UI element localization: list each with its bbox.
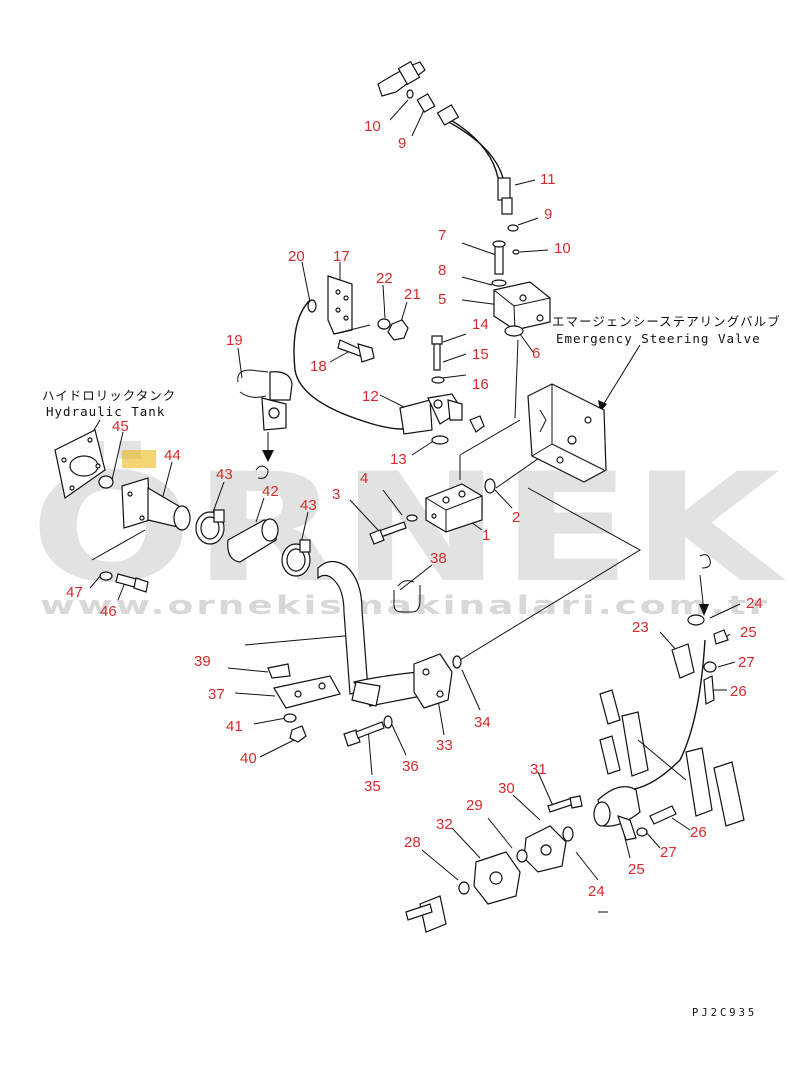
clamp-43b	[281, 539, 311, 577]
callout-38: 38	[430, 550, 447, 567]
callout-19: 19	[226, 332, 243, 349]
tank-plate-45	[54, 429, 114, 500]
emergency-valve-label-jp: エマージェンシーステアリングバルブ	[552, 314, 781, 329]
callout-6: 6	[532, 345, 540, 362]
watermark-logo: ÖRNEK	[30, 440, 786, 616]
callout-42: 42	[262, 483, 279, 500]
callout-45: 45	[112, 418, 129, 435]
watermark: ÖRNEK www.ornekismakinalari.com.tr	[30, 440, 786, 621]
watermark-accent	[122, 450, 156, 468]
fitting-11	[497, 177, 520, 255]
callout-46: 46	[100, 603, 117, 620]
callout-2: 2	[512, 509, 520, 526]
bracket-17	[307, 275, 409, 363]
callout-35: 35	[364, 778, 381, 795]
callout-47: 47	[66, 584, 83, 601]
callout-22: 22	[376, 270, 393, 287]
hydraulic-tank-label-jp: ハイドロリックタンク	[42, 388, 176, 403]
callout-10: 10	[364, 118, 381, 135]
drawing-code: PJ2C935	[692, 1007, 757, 1019]
callout-26: 26	[690, 824, 707, 841]
hose-upper-b	[444, 119, 504, 179]
callout-40: 40	[240, 750, 257, 767]
callout-12: 12	[362, 388, 379, 405]
callout-9: 9	[544, 206, 552, 223]
callout-39: 39	[194, 653, 211, 670]
clamp-19	[237, 369, 293, 479]
callout-15: 15	[472, 346, 489, 363]
o-ring-34	[452, 655, 462, 669]
flange-44	[121, 477, 191, 531]
callout-25: 25	[740, 624, 757, 641]
bolt-46	[99, 571, 149, 593]
callout-31: 31	[530, 761, 547, 778]
callout-36: 36	[402, 758, 419, 775]
callout-20: 20	[288, 248, 305, 265]
fittings-upper-right	[671, 554, 729, 705]
fitting-top	[377, 60, 460, 126]
hose-42	[227, 518, 279, 563]
callouts: 10 9 11 9 7 10 8 5 20 17 22 21 14 6 15 1…	[66, 118, 763, 900]
hose-upper	[439, 113, 499, 179]
callout-21: 21	[404, 286, 421, 303]
callout-10: 10	[554, 240, 571, 257]
split-flange-right	[599, 689, 745, 827]
bolt-3	[369, 514, 418, 545]
callout-3: 3	[332, 486, 340, 503]
callout-24: 24	[588, 883, 605, 900]
callout-7: 7	[438, 227, 446, 244]
callout-43: 43	[300, 497, 317, 514]
callout-43: 43	[216, 466, 233, 483]
callout-27: 27	[738, 654, 755, 671]
callout-44: 44	[164, 447, 181, 464]
emergency-steering-valve	[527, 383, 607, 483]
pipe-33	[317, 560, 453, 709]
callout-29: 29	[466, 797, 483, 814]
watermark-url: www.ornekismakinalari.com.tr	[40, 591, 770, 621]
callout-32: 32	[436, 816, 453, 833]
elbow-12	[399, 393, 485, 445]
callout-27: 27	[660, 844, 677, 861]
hydraulic-tank-label-en: Hydraulic Tank	[46, 404, 165, 419]
callout-41: 41	[226, 718, 243, 735]
callout-23: 23	[632, 619, 649, 636]
bolt-35	[343, 715, 393, 747]
callout-34: 34	[474, 714, 491, 731]
parts	[54, 60, 745, 933]
callout-14: 14	[472, 316, 489, 333]
callout-9: 9	[398, 135, 406, 152]
callout-11: 11	[540, 171, 556, 188]
block-5	[491, 240, 551, 331]
callout-37: 37	[208, 686, 225, 703]
callout-25: 25	[628, 861, 645, 878]
callout-33: 33	[436, 737, 453, 754]
callout-28: 28	[404, 834, 421, 851]
valve-block-1	[425, 478, 496, 533]
hose-middle	[293, 299, 411, 430]
callout-16: 16	[472, 376, 489, 393]
callout-13: 13	[390, 451, 407, 468]
plain-labels: ハイドロリックタンク Hydraulic Tank エマージェンシーステアリング…	[42, 314, 781, 1019]
bolt-14	[431, 325, 524, 384]
callout-8: 8	[438, 262, 446, 279]
bracket-37	[267, 663, 341, 743]
callout-30: 30	[498, 780, 515, 797]
clamp-43a	[195, 509, 225, 545]
callout-18: 18	[310, 358, 327, 375]
hose-right	[624, 639, 706, 791]
callout-1: 1	[482, 527, 490, 544]
pump-assembly	[405, 786, 677, 933]
emergency-valve-label-en: Emergency Steering Valve	[556, 331, 761, 346]
callout-4: 4	[360, 470, 368, 487]
callout-17: 17	[333, 248, 350, 265]
callout-26: 26	[730, 683, 747, 700]
callout-24: 24	[746, 595, 763, 612]
u-bolt-38	[393, 580, 421, 613]
callout-5: 5	[438, 291, 446, 308]
